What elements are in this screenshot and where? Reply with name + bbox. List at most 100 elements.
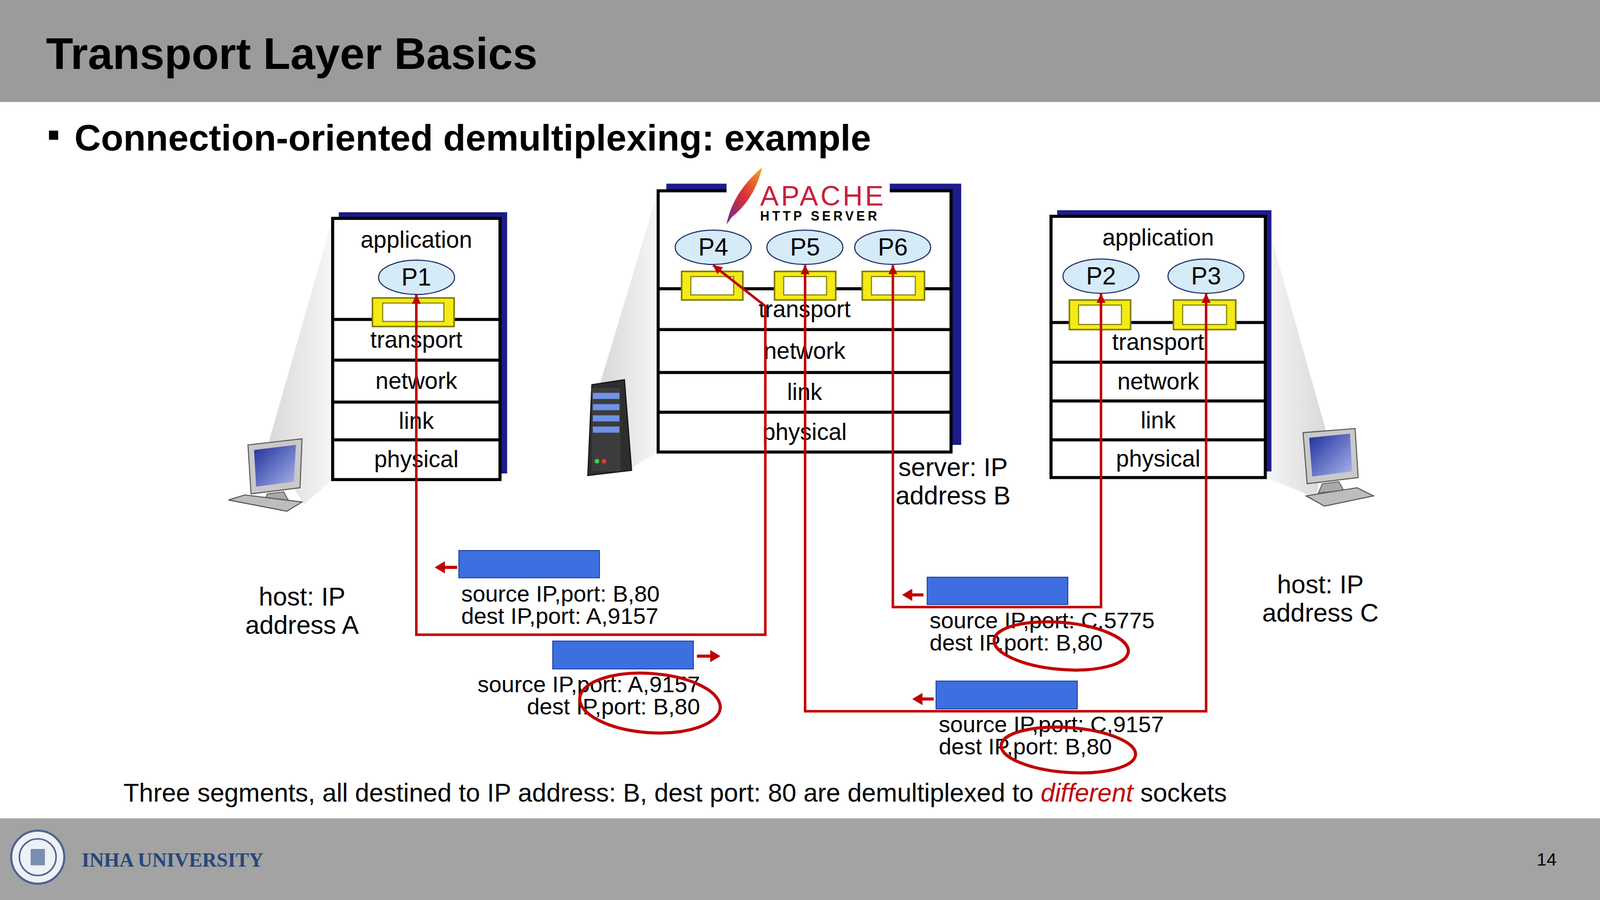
process-ellipse: P5 <box>766 229 844 265</box>
header-bar <box>0 0 1600 103</box>
protocol-stack <box>1051 216 1266 478</box>
connection-line <box>416 265 765 635</box>
physical-layer: physical <box>658 412 952 453</box>
node-label: P3 <box>1191 263 1222 289</box>
process-shape <box>855 230 932 265</box>
node-label: transport <box>370 328 463 352</box>
socket <box>681 271 743 300</box>
feather-logo <box>726 167 763 225</box>
segment: source IP,port: C,9157dest IP,port: B,80 <box>935 680 1181 763</box>
socket <box>1173 300 1236 330</box>
caption-text: sockets <box>1140 777 1227 808</box>
process-ellipse: P4 <box>674 229 753 265</box>
layer-lines <box>332 319 500 440</box>
segment: source IP,port: A,9157dest IP,port: B,80 <box>459 640 700 723</box>
link-layer: link <box>1051 401 1266 440</box>
socket <box>774 271 836 300</box>
host-label: host: IP address C <box>1252 570 1389 628</box>
process-ellipse: P2 <box>1062 258 1140 294</box>
address-field: source IP,port: B,80 <box>461 582 693 605</box>
process-shape <box>1168 258 1245 294</box>
process-ellipse: P3 <box>1167 258 1245 294</box>
node-label: network <box>375 369 458 393</box>
connection-line <box>805 265 1207 712</box>
transport-layer: transport <box>332 319 500 360</box>
node-label: P6 <box>877 235 908 260</box>
address-field: dest IP,port: B,80 <box>462 695 700 718</box>
protocol-stack <box>332 218 500 480</box>
node-label: application <box>1102 226 1214 250</box>
address-field: dest IP,port: B,80 <box>938 735 1181 758</box>
node-label: application <box>360 228 473 252</box>
logo-wordmark: APACHE <box>760 182 886 210</box>
application-layer: P2 P3 application <box>1051 216 1266 323</box>
highlight-ring <box>999 722 1137 778</box>
layer-lines <box>1051 322 1266 440</box>
slide-subheading: Connection-oriented demultiplexing: exam… <box>74 119 872 157</box>
network-layer: network <box>658 329 952 373</box>
segment-bar <box>552 640 694 669</box>
physical-layer: physical <box>1051 440 1266 478</box>
segment-header: source IP,port: A,9157dest IP,port: B,80 <box>462 673 700 718</box>
process-shape <box>1062 258 1139 294</box>
logo-subtitle: HTTP SERVER <box>760 210 880 223</box>
segment-bar <box>926 576 1069 605</box>
segment-bar <box>935 680 1078 709</box>
node-label: P4 <box>698 235 729 260</box>
node-label: P1 <box>401 265 432 290</box>
process-shape <box>378 260 455 295</box>
node-label: network <box>1117 370 1199 394</box>
network-layer: network <box>1051 362 1266 402</box>
connection-line <box>892 265 1102 608</box>
slide-title: Transport Layer Basics <box>46 31 538 77</box>
process-shape <box>675 230 752 265</box>
address-field: dest IP,port: B,80 <box>929 631 1172 654</box>
socket <box>1069 300 1131 330</box>
process-ellipse: P1 <box>377 259 456 295</box>
node-label: physical <box>374 447 459 472</box>
direction-arrow <box>434 561 457 574</box>
footer-bar <box>0 818 1600 900</box>
process-shape <box>767 230 844 265</box>
node-label: network <box>763 339 846 363</box>
desktop-computer <box>228 438 302 512</box>
network-layer: network <box>332 360 500 402</box>
node-label: physical <box>762 420 847 444</box>
node-label: link <box>1140 408 1176 433</box>
server-tower <box>587 379 632 476</box>
page-number: 14 <box>1536 850 1557 869</box>
process-ellipse: P6 <box>853 229 932 265</box>
desktop-computer <box>1303 428 1374 507</box>
host-label: server: IP address B <box>885 453 1022 511</box>
physical-layer: physical <box>332 440 500 480</box>
segment: source IP,port: B,80dest IP,port: A,9157 <box>458 550 693 632</box>
bullet-square <box>48 130 59 140</box>
socket <box>372 297 454 327</box>
link-layer: link <box>332 402 500 440</box>
transport-layer: transport <box>1051 322 1266 363</box>
node-label: P2 <box>1086 263 1117 289</box>
segment-bar <box>458 550 600 579</box>
host-label: host: IP address A <box>234 582 370 640</box>
university-name: INHA UNIVERSITY <box>81 850 264 870</box>
direction-arrow <box>912 692 934 705</box>
university-seal <box>11 830 65 884</box>
node-label: transport <box>1112 330 1205 354</box>
segment: source IP,port: C,5775dest IP,port: B,80 <box>926 576 1172 659</box>
address-field: source IP,port: C,5775 <box>929 609 1172 632</box>
node-label: link <box>398 409 434 433</box>
socket <box>862 271 925 300</box>
segment-header: source IP,port: C,5775dest IP,port: B,80 <box>929 609 1172 654</box>
direction-arrow <box>696 650 720 663</box>
segment-header: source IP,port: C,9157dest IP,port: B,80 <box>938 713 1181 758</box>
address-field: source IP,port: C,9157 <box>938 713 1181 736</box>
transport-layer: transport <box>658 288 952 330</box>
node-label: P5 <box>790 235 820 260</box>
logo-backdrop <box>726 166 890 226</box>
address-field: source IP,port: A,9157 <box>462 673 700 696</box>
layer-lines <box>658 288 952 413</box>
application-layer: P1 application <box>332 218 500 320</box>
node-label: transport <box>758 297 851 322</box>
protocol-stack <box>658 190 952 452</box>
